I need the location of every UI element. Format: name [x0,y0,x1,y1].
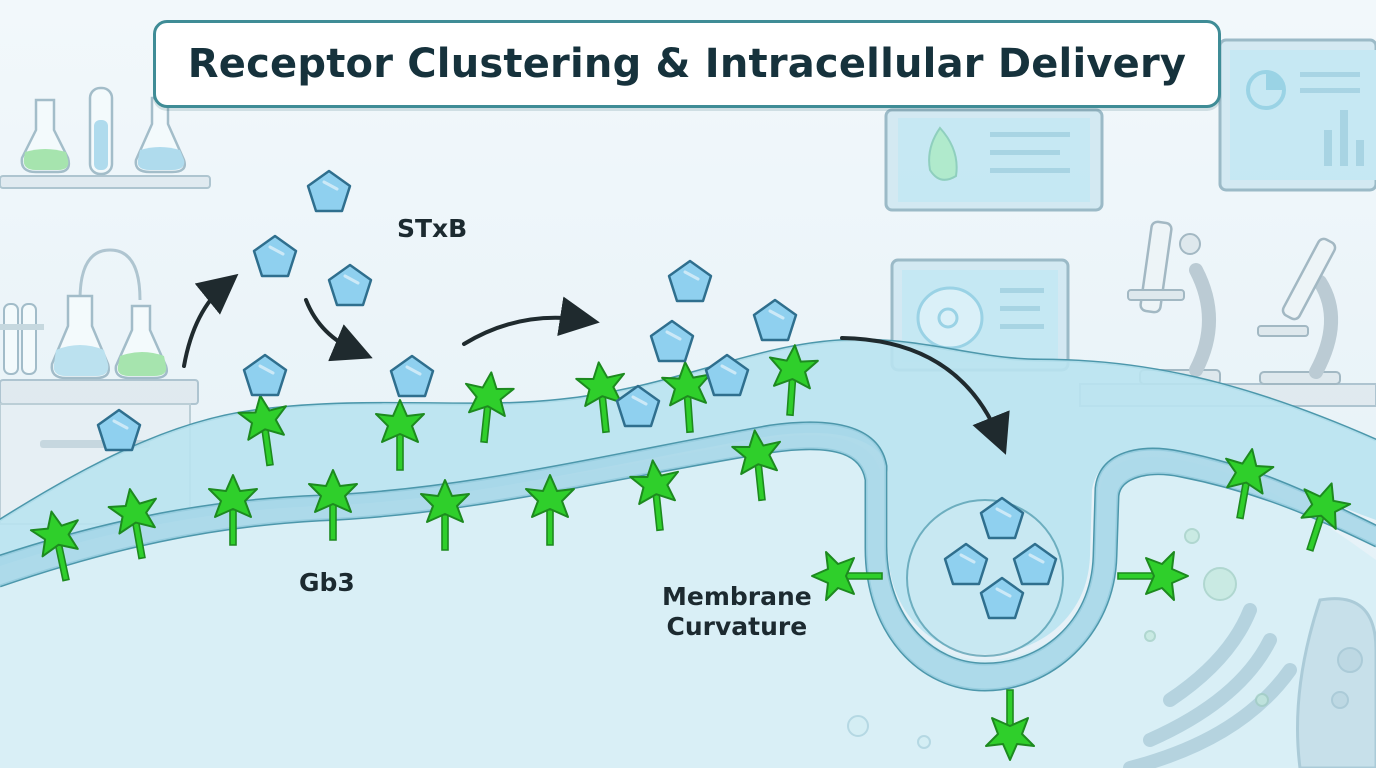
title-banner: Receptor Clustering & Intracellular Deli… [153,20,1221,108]
membrane-bilayer-fill [0,422,1376,690]
flask-icon [20,98,71,174]
arrow-icon [840,336,1010,455]
flask-icon [134,96,186,174]
label-membrane-curvature: Membrane Curvature [662,582,812,642]
microscope-icon [1257,237,1341,385]
label-curvature-line1: Membrane [662,582,812,611]
label-curvature-line2: Curvature [666,612,808,641]
flask-icon [114,304,168,380]
golgi-organelle [1123,597,1376,768]
flask-icon [50,294,110,380]
test-tube-icon [0,303,44,375]
lab-shelf-top [0,86,211,189]
monitor-icon [884,108,1104,212]
monitor-icon [1218,38,1376,192]
label-stxb: STxB [397,214,468,243]
arrow-icon [304,298,373,362]
page-title: Receptor Clustering & Intracellular Deli… [187,41,1187,87]
arrow-icon [462,296,600,346]
cytoplasm-bubbles [847,528,1269,749]
test-tube-icon [88,86,114,176]
vesicle [906,499,1064,657]
arrow-icon [182,273,239,368]
label-gb3: Gb3 [299,568,355,597]
